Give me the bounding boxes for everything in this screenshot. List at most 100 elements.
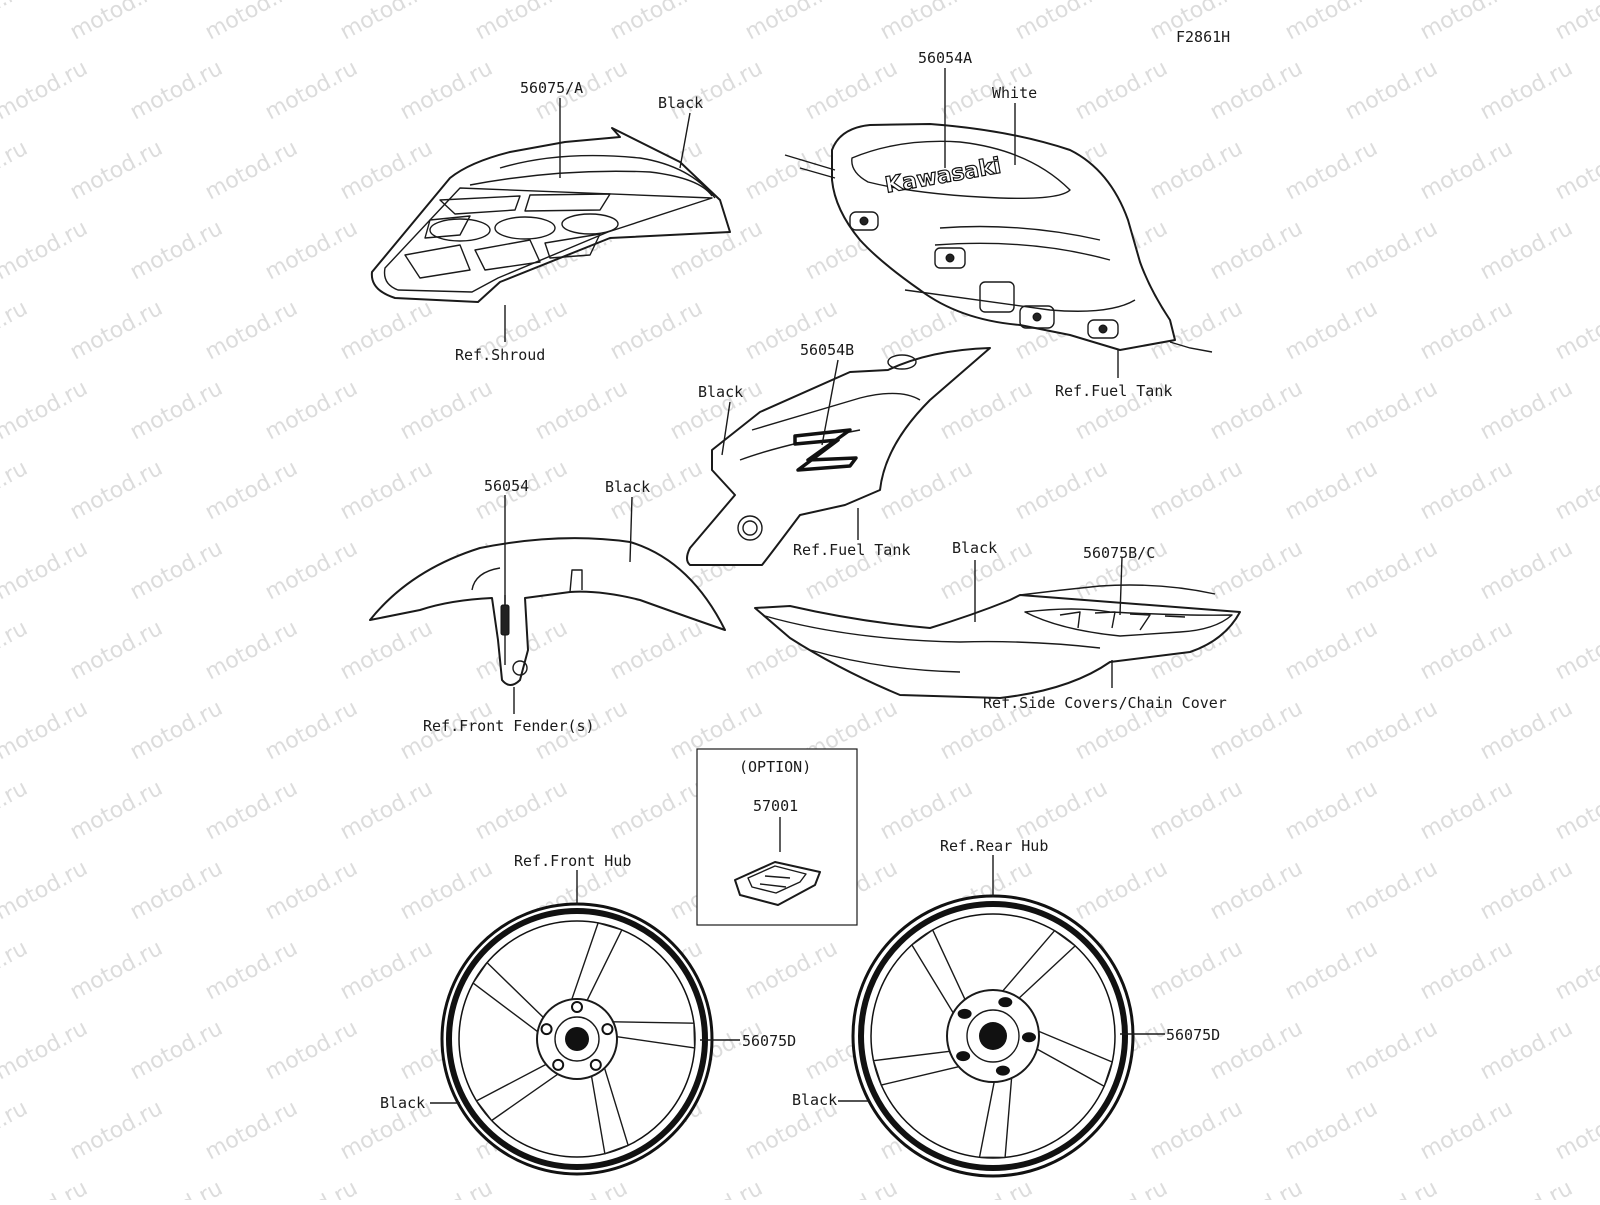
hub-bolt bbox=[571, 1001, 583, 1013]
watermark-text: motod.ru bbox=[0, 776, 32, 845]
side-cover-part-number: 56075B/C bbox=[1083, 544, 1155, 562]
front-wheel-part[interactable] bbox=[440, 902, 714, 1176]
front-fender-part[interactable] bbox=[369, 537, 726, 686]
hub-bolt bbox=[601, 1023, 614, 1036]
watermark-text: motod.ru bbox=[1341, 1016, 1442, 1085]
hub-hole bbox=[957, 1008, 972, 1019]
watermark-text: motod.ru bbox=[396, 56, 497, 125]
watermark-text: motod.ru bbox=[606, 0, 707, 45]
watermark-text: motod.ru bbox=[126, 536, 227, 605]
hub-hole bbox=[995, 1065, 1010, 1076]
shroud-part[interactable] bbox=[370, 127, 731, 303]
watermark-text: motod.ru bbox=[1476, 216, 1577, 285]
watermark-text: motod.ru bbox=[66, 0, 167, 45]
fender-part-number: 56054 bbox=[484, 477, 529, 495]
watermark-text: motod.ru bbox=[0, 376, 92, 445]
hub-hole bbox=[956, 1051, 971, 1062]
side-cover-decal bbox=[1024, 608, 1233, 637]
watermark-text: motod.ru bbox=[126, 1176, 227, 1200]
watermark-text: motod.ru bbox=[1146, 936, 1247, 1005]
watermark-text: motod.ru bbox=[936, 1176, 1037, 1200]
watermark-text: motod.ru bbox=[1146, 1096, 1247, 1165]
side-covers-part[interactable] bbox=[754, 584, 1241, 699]
watermark-text: motod.ru bbox=[261, 856, 362, 925]
watermark-text: motod.ru bbox=[1551, 616, 1600, 685]
watermark-text: motod.ru bbox=[201, 776, 302, 845]
watermark-text: motod.ru bbox=[201, 296, 302, 365]
watermark-text: motod.ru bbox=[126, 216, 227, 285]
watermark-text: motod.ru bbox=[336, 936, 437, 1005]
watermark-text: motod.ru bbox=[666, 1176, 767, 1200]
watermark-text: motod.ru bbox=[1206, 536, 1307, 605]
watermark-text: motod.ru bbox=[1206, 856, 1307, 925]
watermark-text: motod.ru bbox=[0, 1096, 32, 1165]
figure-code: F2861H bbox=[1176, 28, 1230, 46]
watermark-text: motod.ru bbox=[0, 1016, 92, 1085]
shroud-ref-label: Ref.Shroud bbox=[455, 346, 545, 364]
watermark-text: motod.ru bbox=[1071, 56, 1172, 125]
watermark-text: motod.ru bbox=[1341, 56, 1442, 125]
watermark-text: motod.ru bbox=[336, 616, 437, 685]
watermark-text: motod.ru bbox=[1476, 1176, 1577, 1200]
watermark-text: motod.ru bbox=[261, 56, 362, 125]
hub-hole bbox=[998, 997, 1013, 1008]
watermark-text: motod.ru bbox=[1551, 456, 1600, 525]
watermark-text: motod.ru bbox=[531, 376, 632, 445]
watermark-text: motod.ru bbox=[126, 376, 227, 445]
watermark-text: motod.ru bbox=[0, 0, 32, 45]
watermark-text: motod.ru bbox=[0, 856, 92, 925]
watermark-text: motod.ru bbox=[1551, 936, 1600, 1005]
watermark-text: motod.ru bbox=[1146, 136, 1247, 205]
watermark-text: motod.ru bbox=[201, 1096, 302, 1165]
rear-wheel-part[interactable] bbox=[851, 894, 1135, 1178]
watermark-text: motod.ru bbox=[1341, 376, 1442, 445]
watermark-text: motod.ru bbox=[1341, 856, 1442, 925]
shroud-part-number: 56075/A bbox=[520, 79, 583, 97]
watermark-text: motod.ru bbox=[1281, 456, 1382, 525]
watermark-text: motod.ru bbox=[201, 616, 302, 685]
watermark-text: motod.ru bbox=[0, 296, 32, 365]
watermark-text: motod.ru bbox=[201, 456, 302, 525]
watermark-text: motod.ru bbox=[261, 1176, 362, 1200]
option-box: (OPTION) 57001 bbox=[696, 748, 858, 926]
fuel-tank-part[interactable]: Kawasaki bbox=[784, 123, 1213, 353]
watermark-text: motod.ru bbox=[66, 456, 167, 525]
watermark-text: motod.ru bbox=[126, 1016, 227, 1085]
watermark-text: motod.ru bbox=[1551, 776, 1600, 845]
tank-side-ref-label: Ref.Fuel Tank bbox=[793, 541, 910, 559]
watermark-text: motod.ru bbox=[336, 0, 437, 45]
hub-bolt bbox=[589, 1058, 602, 1071]
watermark-text: motod.ru bbox=[0, 56, 92, 125]
watermark-text: motod.ru bbox=[336, 776, 437, 845]
watermark-text: motod.ru bbox=[66, 776, 167, 845]
watermark-text: motod.ru bbox=[1416, 776, 1517, 845]
watermark-text: motod.ru bbox=[1281, 1096, 1382, 1165]
watermark-text: motod.ru bbox=[876, 0, 977, 45]
watermark-text: motod.ru bbox=[1551, 136, 1600, 205]
watermark-text: motod.ru bbox=[1416, 0, 1517, 45]
watermark-text: motod.ru bbox=[1011, 0, 1112, 45]
watermark-text: motod.ru bbox=[741, 936, 842, 1005]
fender-ref-label: Ref.Front Fender(s) bbox=[423, 717, 595, 735]
watermark-text: motod.ru bbox=[1281, 0, 1382, 45]
watermark-text: motod.ru bbox=[0, 536, 92, 605]
option-part-number: 57001 bbox=[753, 797, 798, 815]
watermark-text: motod.ru bbox=[876, 456, 977, 525]
watermark-text: motod.ru bbox=[396, 1176, 497, 1200]
tank-side-cover-part[interactable] bbox=[686, 347, 991, 566]
watermark-text: motod.ru bbox=[606, 776, 707, 845]
watermark-text: motod.ru bbox=[1206, 1176, 1307, 1200]
rear-wheel-part-number: 56075D bbox=[1166, 1026, 1220, 1044]
option-clip-part[interactable] bbox=[734, 861, 821, 906]
watermark-text: motod.ru bbox=[66, 136, 167, 205]
watermark-text: motod.ru bbox=[261, 1016, 362, 1085]
front-hub-ref-label: Ref.Front Hub bbox=[514, 852, 631, 870]
watermark-text: motod.ru bbox=[126, 696, 227, 765]
watermark-text: motod.ru bbox=[396, 856, 497, 925]
watermark-text: motod.ru bbox=[201, 0, 302, 45]
hub-bolt bbox=[552, 1058, 565, 1071]
watermark-text: motod.ru bbox=[1011, 776, 1112, 845]
watermark-text: motod.ru bbox=[1281, 616, 1382, 685]
watermark-text: motod.ru bbox=[0, 136, 32, 205]
